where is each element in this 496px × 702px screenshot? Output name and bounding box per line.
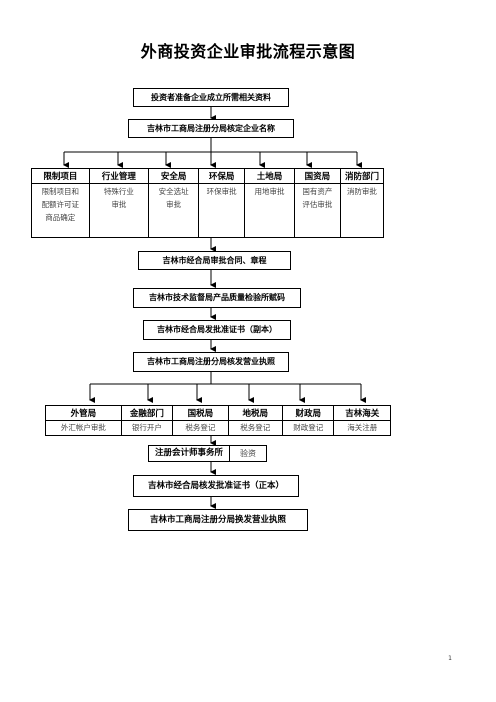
dept-task-line: 国有资产: [302, 187, 333, 196]
dept-task: 国有资产评估审批: [293, 183, 341, 238]
dept-task-line: 配额许可证: [41, 200, 80, 209]
dept-task-line: 安全选址: [158, 187, 189, 196]
dept-header: 财政局: [282, 405, 335, 421]
dept-task: 环保审批: [198, 183, 246, 238]
dept-task-line: 评估审批: [302, 200, 333, 209]
dept-task: 限制项目和配额许可证商品确定: [31, 183, 90, 238]
dept-task: 特殊行业审批: [88, 183, 150, 238]
step-certificate-copy: 吉林市经合局发批准证书（副本）: [143, 320, 291, 340]
dept-header: 吉林海关: [333, 405, 391, 421]
cpa-firm-label: 注册会计师事务所: [149, 446, 231, 461]
step-business-license: 吉林市工商局注册分局核发营业执照: [133, 352, 289, 372]
dept-task-line: 用地审批: [254, 187, 285, 196]
step-contract-approval: 吉林市经合局审批合同、章程: [138, 251, 291, 270]
dept-task-line: 消防审批: [346, 187, 377, 196]
dept-header: 限制项目: [31, 168, 90, 184]
dept-task-line: 审批: [111, 200, 127, 209]
dept-header: 环保局: [198, 168, 246, 184]
dept-task: 安全选址审批: [148, 183, 200, 238]
post-license-departments-table: 外管局金融部门国税局地税局财政局吉林海关 外汇帐户审批银行开户税务登记税务登记财…: [45, 405, 391, 436]
dept-task: 消防审批: [339, 183, 385, 238]
dept-task: 外汇帐户审批: [45, 420, 122, 436]
step-name-approval: 吉林市工商局注册分局核定企业名称: [128, 119, 294, 138]
dept-header: 消防部门: [339, 168, 385, 184]
dept-task: 财政登记: [282, 420, 335, 436]
dept-header: 外管局: [45, 405, 122, 421]
dept-header: 安全局: [148, 168, 200, 184]
dept-task-line: 特殊行业: [103, 187, 134, 196]
dept-header: 土地局: [244, 168, 295, 184]
step-license-renewal: 吉林市工商局注册分局换发营业执照: [128, 509, 308, 531]
dept-task-line: 商品确定: [45, 213, 76, 222]
step-capital-verification: 注册会计师事务所 验资: [148, 445, 268, 462]
dept-header: 行业管理: [88, 168, 150, 184]
page-number: 1: [448, 655, 452, 662]
capital-verification-value: 验资: [240, 449, 257, 458]
dept-task: 银行开户: [120, 420, 174, 436]
dept-task-line: 审批: [166, 200, 182, 209]
step-code-assignment: 吉林市技术监督局产品质量检验所赋码: [133, 288, 301, 308]
dept-header: 金融部门: [120, 405, 174, 421]
dept-task-line: 限制项目和: [41, 187, 80, 196]
page-title: 外商投资企业审批流程示意图: [140, 42, 356, 61]
step-certificate-original: 吉林市经合局核发批准证书（正本）: [133, 475, 299, 497]
dept-header: 国税局: [172, 405, 229, 421]
dept-header: 国资局: [293, 168, 341, 184]
dept-header: 地税局: [227, 405, 284, 421]
dept-task-line: 环保审批: [206, 187, 237, 196]
dept-task: 海关注册: [333, 420, 391, 436]
dept-task: 税务登记: [227, 420, 284, 436]
pre-approval-departments-table: 限制项目行业管理安全局环保局土地局国资局消防部门 限制项目和配额许可证商品确定特…: [31, 168, 385, 238]
dept-task: 用地审批: [244, 183, 295, 238]
dept-task: 税务登记: [172, 420, 229, 436]
step-prepare-materials: 投资者准备企业成立所需相关资料: [133, 88, 289, 107]
